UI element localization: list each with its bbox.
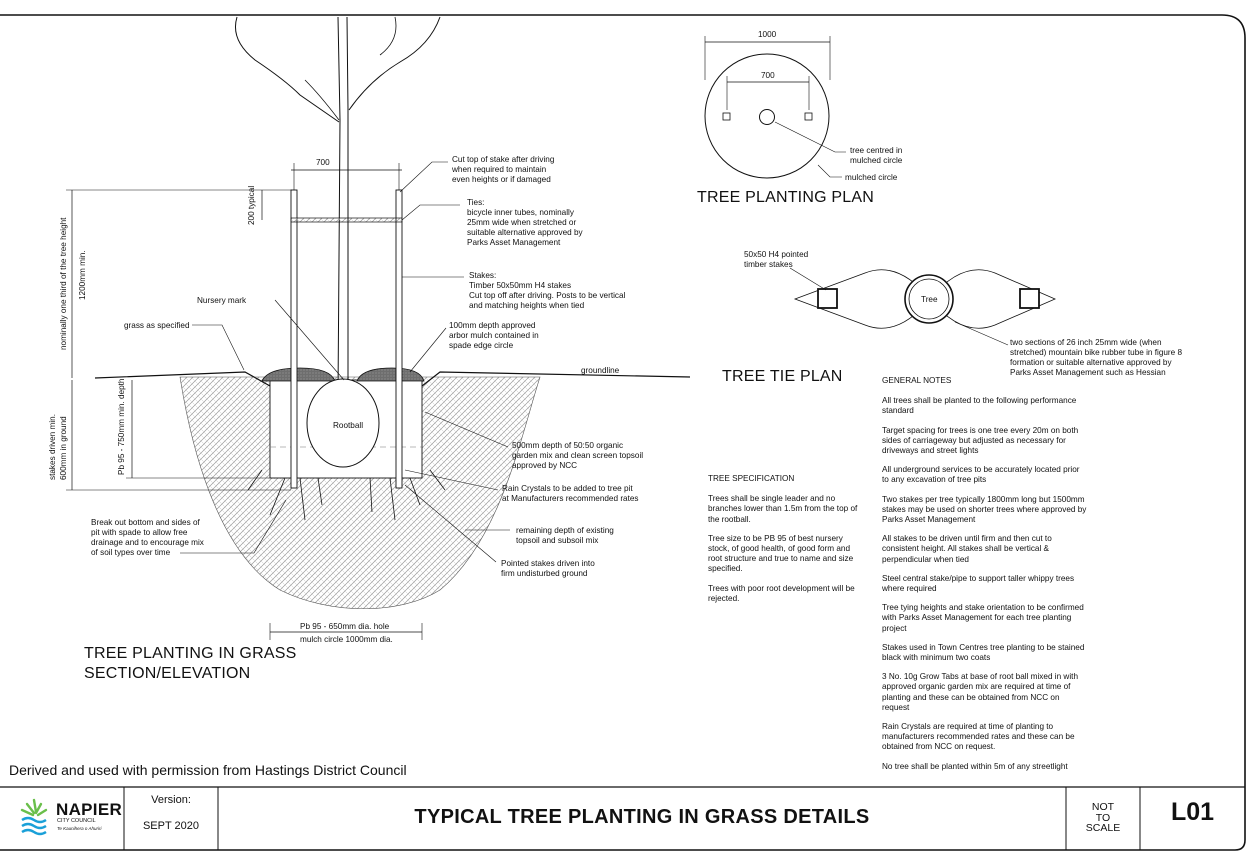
mulch-right	[356, 367, 425, 382]
section-title-1: TREE PLANTING IN GRASS	[84, 645, 297, 662]
logo-tagline: Te Kaunihera o Ahuriri	[57, 826, 102, 831]
note-item: Rain Crystals are required at time of pl…	[882, 722, 1075, 752]
note-item: No tree shall be planted within 5m of an…	[882, 761, 1068, 771]
drawing-title: TYPICAL TREE PLANTING IN GRASS DETAILS	[414, 806, 870, 828]
logo-sub: CITY COUNCIL	[57, 818, 96, 824]
note-item: All trees shall be planted to the follow…	[882, 396, 1077, 416]
spec-title: TREE SPECIFICATION	[708, 474, 795, 483]
tree-circle	[759, 109, 775, 125]
section-dim-200: 200 typical	[247, 185, 256, 225]
note-item: Tree tying heights and stake orientation…	[882, 603, 1084, 633]
logo-name: NAPIER	[56, 800, 123, 819]
mulch-dia-label: mulch circle 1000mm dia.	[300, 635, 393, 644]
note-item: All underground services to be accuratel…	[882, 465, 1080, 485]
groundline-label: groundline	[581, 366, 620, 375]
section-title-2: SECTION/ELEVATION	[84, 665, 251, 682]
spec-para: Trees with poor root development will be…	[708, 583, 855, 603]
section-dim-third: nominally one third of the tree height	[59, 217, 68, 350]
scale-note: NOT TO SCALE	[1085, 801, 1121, 834]
notes-title: GENERAL NOTES	[882, 376, 952, 385]
label-nursery-mark: Nursery mark	[197, 296, 247, 305]
note-item: Target spacing for trees is one tree eve…	[882, 425, 1079, 456]
general-notes: GENERAL NOTES All trees shall be planted…	[882, 376, 1088, 781]
tie-tree-label: Tree	[921, 295, 938, 304]
tie-plan-title: TREE TIE PLAN	[722, 368, 843, 385]
tree-specification: TREE SPECIFICATION Trees shall be single…	[708, 474, 864, 613]
trunk-left	[337, 16, 341, 396]
canopy-left	[235, 16, 340, 123]
spec-para: Trees shall be single leader and no bran…	[708, 494, 858, 524]
section-dim-stakes-1: stakes driven min.	[48, 414, 57, 480]
canopy-right	[348, 16, 441, 111]
credit-line: Derived and used with permission from Ha…	[9, 762, 407, 778]
sheet-number: L01	[1170, 798, 1215, 826]
spec-para: Tree size to be PB 95 of best nursery st…	[708, 533, 854, 574]
trunk-right	[346, 16, 349, 395]
note-item: Stakes used in Town Centres tree plantin…	[882, 642, 1085, 663]
note-item: Two stakes per tree typically 1800mm lon…	[882, 494, 1087, 525]
note-item: Steel central stake/pipe to support tall…	[882, 573, 1075, 594]
version-value: SEPT 2020	[142, 820, 200, 832]
rootball-label: Rootball	[333, 421, 364, 430]
section-elevation	[66, 16, 691, 640]
hole-dia-label: Pb 95 - 650mm dia. hole	[300, 622, 390, 631]
sheet-border	[0, 14, 1246, 851]
section-dim-stakes-2: 600mm in ground	[59, 416, 68, 480]
canopy-branch	[304, 79, 340, 121]
tie-plan	[789, 267, 1057, 346]
plan-dim-1000: 1000	[758, 30, 777, 39]
planting-plan	[704, 36, 846, 179]
section-dim-700: 700	[316, 158, 330, 167]
mulch-left	[261, 367, 336, 382]
plan-title: TREE PLANTING PLAN	[697, 189, 874, 206]
figure-eight-tie	[793, 269, 1057, 329]
plan-dim-700: 700	[761, 71, 775, 80]
napier-logo-mark	[20, 798, 48, 836]
stake-left	[290, 189, 298, 489]
note-item: 3 No. 10g Grow Tabs at base of root ball…	[882, 672, 1078, 712]
tie-band	[290, 217, 403, 223]
label-grass: grass as specified	[124, 321, 190, 330]
plan-label-mulched: mulched circle	[845, 173, 898, 182]
section-dim-depth: Pb 95 - 750mm min. depth	[117, 378, 126, 475]
note-item: All stakes to be driven until firm and t…	[882, 534, 1052, 564]
stake-right	[395, 189, 403, 489]
version-label: Version:	[151, 794, 191, 806]
section-dim-1200: 1200mm min.	[78, 250, 87, 300]
